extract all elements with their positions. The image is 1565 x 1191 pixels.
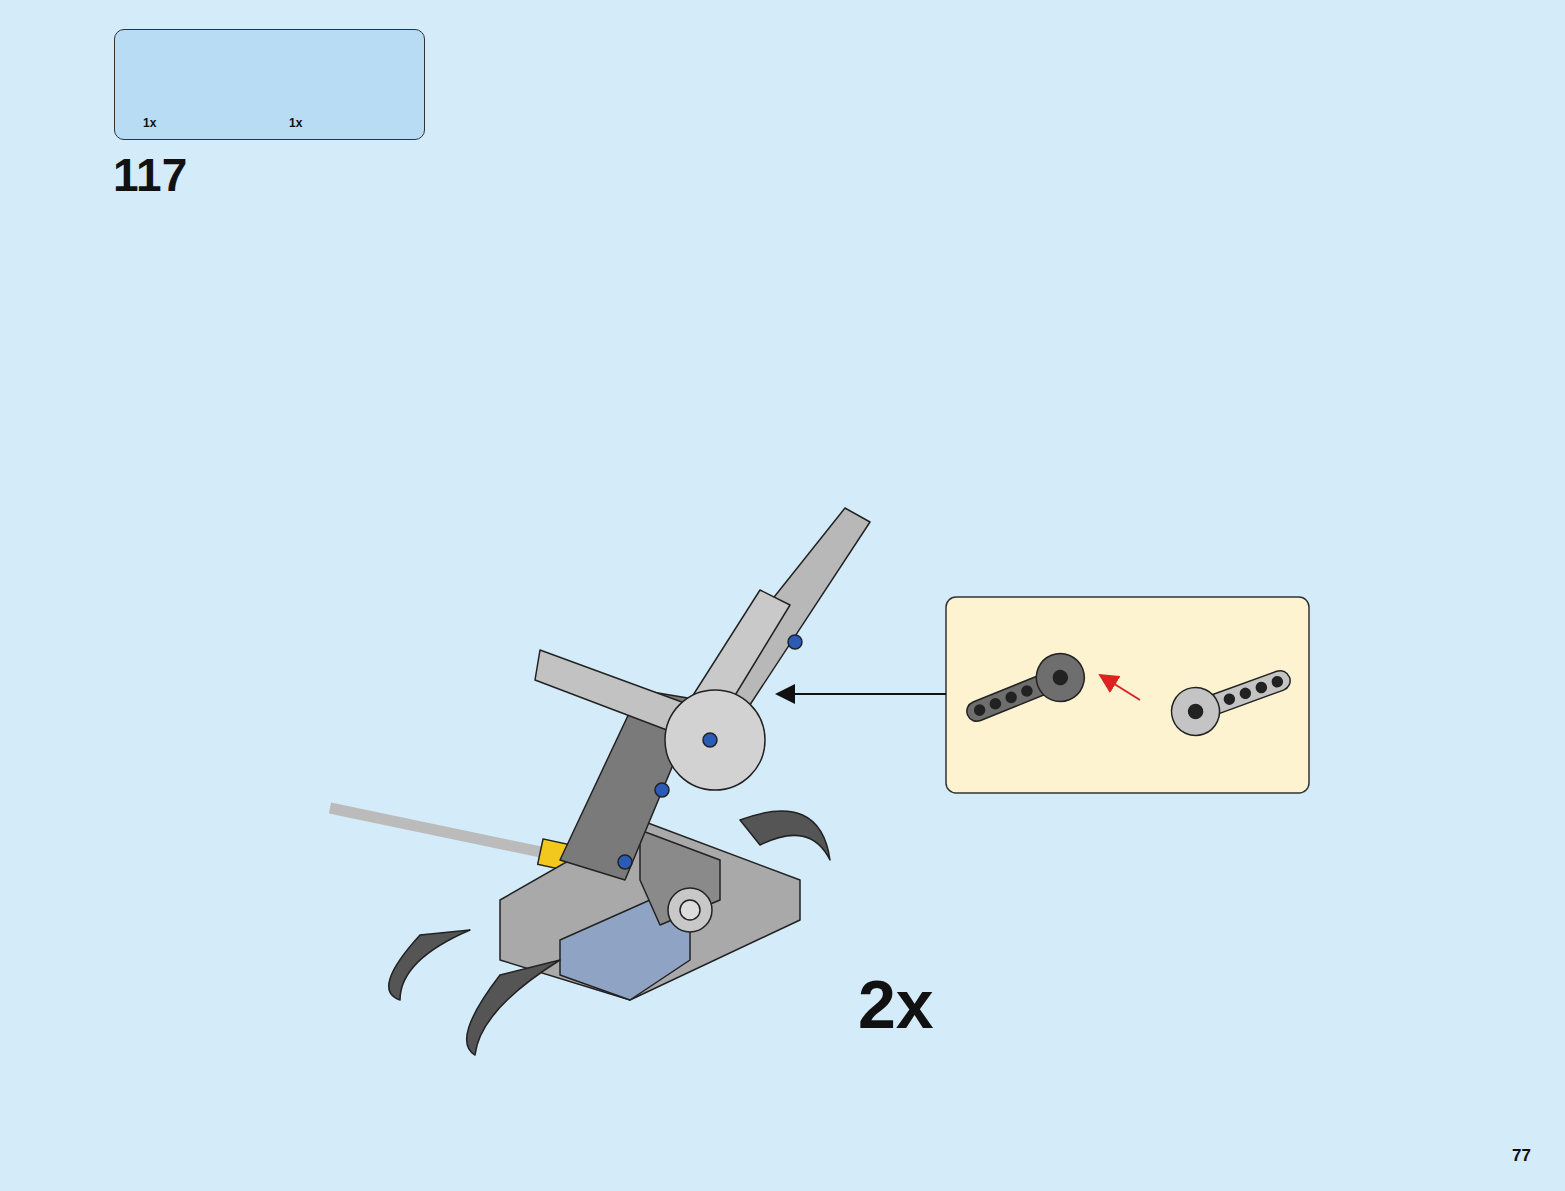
step-number: 117 — [113, 152, 187, 198]
callout-box — [946, 597, 1309, 793]
page-number: 77 — [1512, 1147, 1531, 1164]
parts-list-box: 1x 1x — [114, 29, 425, 140]
part-image — [959, 646, 1092, 737]
callout-leader — [777, 693, 946, 695]
assembly-arrow — [1100, 675, 1140, 700]
model — [330, 508, 870, 1055]
part-quantity: 1x — [289, 117, 302, 129]
part-quantity: 1x — [143, 117, 156, 129]
multiplier: 2x — [858, 970, 934, 1038]
part-image — [1165, 655, 1298, 743]
